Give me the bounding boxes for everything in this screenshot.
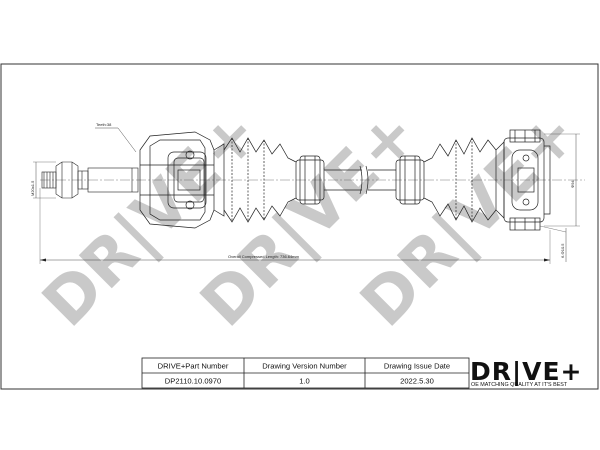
title-block (141, 357, 470, 389)
brand-logo: DR|VE+ OE MATCHING QUALITY AT IT'S BEST (470, 357, 583, 388)
drive-shaft (324, 165, 396, 195)
value-version-number: 1.0 (299, 377, 310, 386)
value-part-number: DP2110.10.0970 (165, 377, 221, 386)
left-threaded-stub (41, 161, 139, 199)
value-issue-date: 2022.5.30 (400, 377, 434, 386)
watermark-group: DR|VE+ DR|VE+ DR|VE+ (29, 96, 592, 341)
left-bellows-boot (223, 137, 297, 223)
right-spline-label: 6-Φ10.5 (560, 243, 565, 258)
right-bellows-boot (423, 137, 497, 223)
header-version-number: Drawing Version Number (262, 362, 347, 371)
right-diameter-label: Φ94 (570, 180, 575, 188)
right-spline-leader (539, 225, 567, 233)
overall-length-arrow-right (544, 258, 550, 262)
right-inner-cv-joint (495, 129, 551, 231)
left-spline-label: M20x1.5 (30, 180, 35, 196)
drawing-frame (0, 63, 599, 390)
overall-length-arrow-left (40, 258, 46, 262)
brand-tagline: OE MATCHING QUALITY AT IT'S BEST (471, 382, 568, 388)
teeth-label: Teeth:38 (96, 122, 112, 127)
overall-length-label: Overall Compressed Length: 736.64mm (228, 254, 300, 259)
teeth-leader-arrow (117, 127, 137, 153)
right-boot-clamp (395, 155, 425, 205)
brand-logo-text: DR|VE+ (470, 357, 583, 386)
left-outer-cv-joint (139, 131, 225, 229)
left-boot-clamp (295, 155, 325, 205)
header-issue-date: Drawing Issue Date (384, 362, 450, 371)
header-part-number: DRIVE+Part Number (158, 362, 229, 371)
